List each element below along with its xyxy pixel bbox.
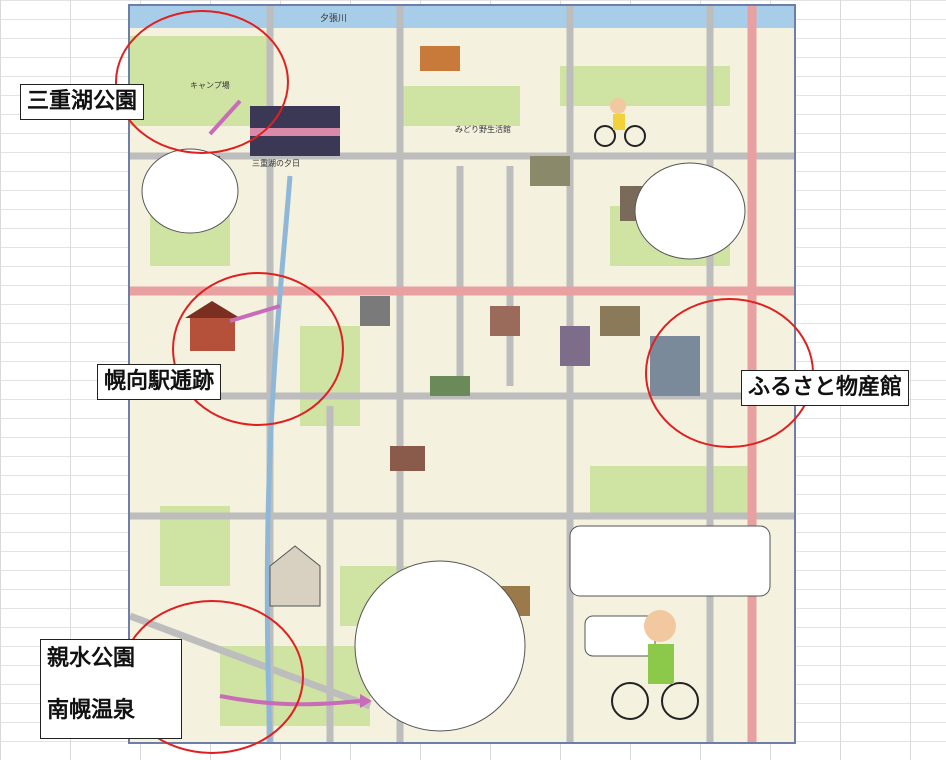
info-bubbles [141,148,771,732]
illustrated-map: 夕張川 [128,4,796,744]
cyclist-figures [594,98,699,720]
label-furusato-shop: ふるさと物産館 [741,370,910,406]
label-mie-lake-park: 三重湖公園 [20,84,145,120]
lake-photo-caption: 三重湖の夕日 [252,158,300,168]
label-nanporo-onsen: 南幌温泉 [47,698,136,723]
river [130,6,794,28]
river-label: 夕張川 [320,12,347,24]
label-shinsui-park-onsen: 親水公園 南幌温泉 [40,639,182,739]
route-arrows [208,99,361,707]
label-horomui-station: 幌向駅逓跡 [97,364,222,400]
map-illustration: 夕張川 [130,6,794,742]
assembly-hall-label: みどり野生活館 [455,124,511,134]
canal [264,175,293,742]
camp-label: キャンプ場 [190,80,230,90]
label-shinsui-park: 親水公園 [47,646,136,671]
